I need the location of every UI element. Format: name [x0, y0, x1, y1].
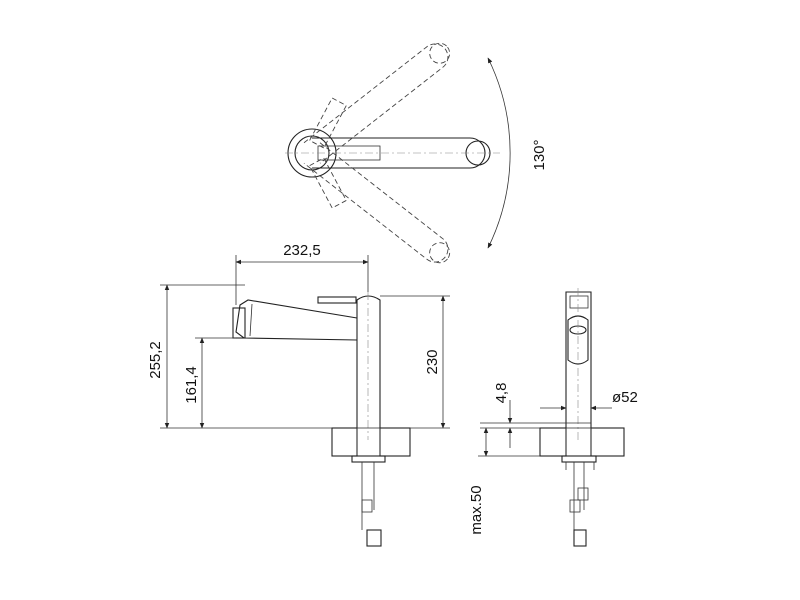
top-lever-ghost-lower — [309, 157, 347, 209]
side-countertop-left — [331, 427, 358, 457]
top-spout-dashed-upper-end — [429, 42, 451, 64]
front-lever — [569, 295, 589, 309]
side-hose-fitting-2 — [366, 529, 382, 547]
top-spout-dashed-lower-end — [429, 242, 451, 264]
front-column-top — [565, 291, 592, 300]
side-aerator — [232, 307, 246, 339]
side-view: 232,5 255,2 161,4 230 — [147, 242, 450, 547]
side-column-top — [356, 295, 381, 315]
max-countertop-label: max.50 — [468, 485, 485, 534]
side-lever — [317, 296, 357, 304]
total-height-label: 255,2 — [147, 341, 164, 379]
swivel-angle-label: 130° — [531, 139, 548, 170]
body-height-label: 230 — [424, 349, 441, 374]
front-view: 4,8 ø52 max.50 — [468, 288, 638, 547]
base-diameter-label: ø52 — [612, 389, 638, 406]
front-nut — [561, 455, 597, 463]
front-countertop-left — [539, 427, 567, 457]
front-countertop-right — [590, 427, 625, 457]
front-hose-fitting-2 — [569, 499, 581, 513]
side-shank — [356, 427, 381, 457]
side-nut — [351, 455, 386, 463]
top-lever-ghost-upper — [309, 97, 347, 149]
top-spout-dashed-upper — [303, 43, 449, 164]
side-countertop-right — [379, 427, 411, 457]
base-thickness-label: 4,8 — [493, 383, 510, 404]
swivel-angle-arc — [487, 57, 511, 249]
spout-reach-label: 232,5 — [283, 242, 321, 259]
side-hose-fitting-1 — [361, 499, 373, 513]
side-spout-joint — [249, 303, 253, 337]
top-spout-dashed-lower — [303, 142, 449, 263]
front-shank — [565, 427, 592, 457]
side-spout — [235, 299, 358, 341]
front-spout-head — [567, 315, 589, 365]
top-view: 130° — [285, 42, 548, 264]
front-hose-fitting-1 — [577, 487, 589, 501]
front-hose-fitting-3 — [573, 529, 587, 547]
spout-height-label: 161,4 — [183, 366, 200, 404]
